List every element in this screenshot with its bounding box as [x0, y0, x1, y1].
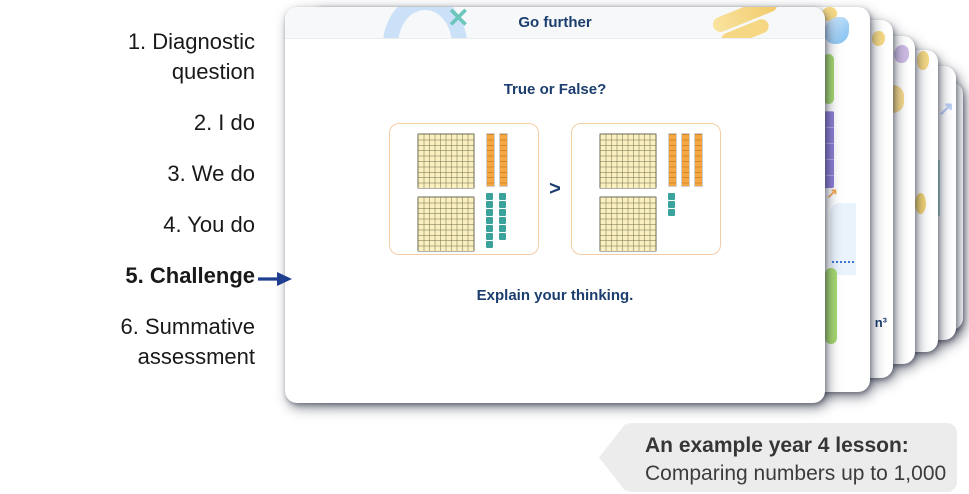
one-cube	[486, 193, 493, 200]
teal-line-decoration	[937, 160, 940, 216]
step-summative-assessment: 6. Summative assessment	[120, 314, 256, 369]
slide-peek-text: n³	[874, 315, 887, 330]
purple-bar-decoration	[822, 111, 834, 188]
hundred-block	[599, 133, 657, 189]
hundreds-column	[599, 133, 657, 254]
one-cube	[499, 193, 506, 200]
yellow-blob-decoration	[872, 31, 885, 46]
hundreds-column	[417, 133, 475, 254]
ones-squares	[486, 193, 508, 248]
place-value-blocks-left	[389, 123, 539, 255]
ten-rod	[681, 133, 690, 187]
slide-header: ✕ Go further	[285, 7, 825, 39]
step-you-do: 4. You do	[163, 212, 255, 237]
cross-doodle-icon: ✕	[447, 7, 470, 33]
ten-rod	[499, 133, 508, 187]
caption-bubble: An example year 4 lesson: Comparing numb…	[599, 423, 957, 492]
tens-rods	[668, 133, 703, 187]
one-cube	[486, 233, 493, 240]
question-text: True or False?	[503, 81, 607, 98]
ones-column	[499, 193, 506, 240]
one-cube	[499, 217, 506, 224]
step-challenge-active: 5. Challenge	[125, 263, 255, 288]
one-cube	[668, 201, 675, 208]
slide-card-go-further: ✕ Go further True or False? > Explain yo…	[285, 7, 825, 403]
one-cube	[668, 209, 675, 216]
one-cube	[486, 201, 493, 208]
arrow-up-right-doodle-icon: ↗	[826, 185, 838, 201]
ones-squares	[668, 193, 703, 216]
one-cube	[486, 241, 493, 248]
caption-subtitle: Comparing numbers up to 1,000	[645, 462, 947, 485]
ten-rod	[668, 133, 677, 187]
blue-cone-decoration	[824, 17, 849, 44]
step-we-do: 3. We do	[167, 161, 255, 186]
arrow-right-icon	[258, 272, 292, 286]
one-cube	[499, 225, 506, 232]
hundred-block	[417, 133, 475, 189]
instruction-text: Explain your thinking.	[476, 287, 634, 304]
greater-than-symbol: >	[549, 177, 561, 200]
tens-and-ones	[486, 133, 508, 254]
tens-rods	[486, 133, 508, 187]
one-cube	[486, 225, 493, 232]
caption-pointer	[599, 423, 626, 492]
hundred-block	[599, 196, 657, 252]
caption-title: An example year 4 lesson:	[645, 434, 909, 457]
ten-rod	[486, 133, 495, 187]
yellow-blob-decoration	[917, 51, 929, 70]
one-cube	[499, 209, 506, 216]
one-cube	[668, 193, 675, 200]
ten-rod	[694, 133, 703, 187]
caption-text: An example year 4 lesson: Comparing numb…	[645, 432, 946, 488]
hundred-block	[417, 196, 475, 252]
green-capsule-decoration	[825, 268, 837, 344]
lesson-steps-list: 1. Diagnostic question 2. I do 3. We do …	[65, 27, 256, 372]
one-cube	[486, 217, 493, 224]
tens-and-ones	[668, 133, 703, 254]
ones-column	[668, 193, 675, 216]
arrow-up-right-doodle-icon: ↗	[938, 99, 954, 120]
one-cube	[499, 201, 506, 208]
step-diagnostic-question: 1. Diagnostic question	[127, 29, 255, 84]
ones-column	[486, 193, 493, 248]
dotted-line-decoration	[832, 261, 854, 263]
purple-blob-decoration	[894, 45, 909, 63]
one-cube	[499, 233, 506, 240]
caption-body	[625, 423, 957, 492]
place-value-blocks-right	[571, 123, 721, 255]
slide-body: True or False? > Explain your thinking.	[285, 39, 825, 403]
comparison-row: >	[285, 123, 825, 255]
slide-title: Go further	[518, 14, 592, 31]
green-capsule-decoration	[823, 54, 834, 104]
step-i-do: 2. I do	[193, 110, 255, 135]
blue-panel-decoration	[830, 203, 856, 275]
one-cube	[486, 209, 493, 216]
yellow-half-circle-decoration	[893, 85, 904, 113]
yellow-circle-decoration	[915, 193, 926, 214]
